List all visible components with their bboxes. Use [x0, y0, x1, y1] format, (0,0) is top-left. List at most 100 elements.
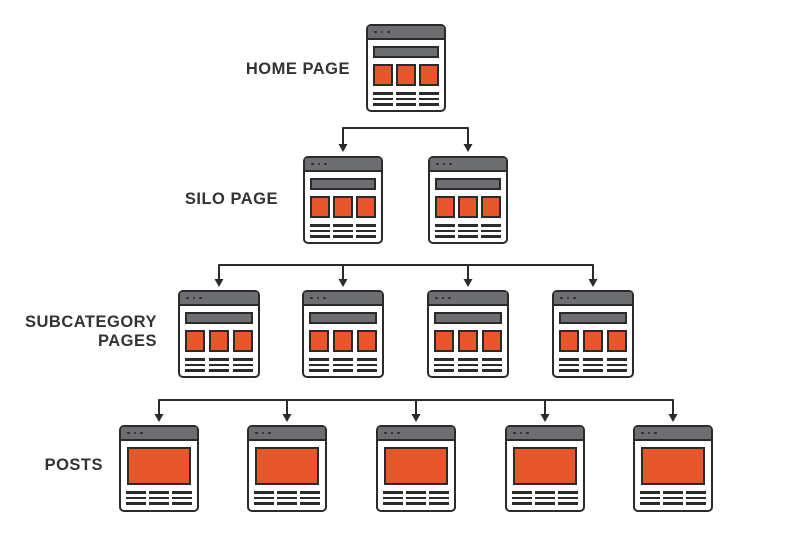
thumbnail-square [310, 196, 330, 218]
text-line [458, 358, 478, 361]
text-line [559, 369, 579, 372]
text-line-column [559, 358, 579, 372]
text-line [277, 491, 297, 494]
text-line [333, 229, 353, 232]
text-line [434, 363, 454, 366]
text-lines [185, 358, 253, 372]
text-line [640, 496, 660, 499]
window-dot-icon [435, 296, 438, 300]
text-line [396, 92, 416, 95]
text-lines [126, 491, 192, 505]
text-line [209, 369, 229, 372]
text-line-column [356, 224, 376, 238]
text-line [607, 358, 627, 361]
text-line [356, 229, 376, 232]
window-dot-icon [560, 296, 563, 300]
thumbnail-square [209, 330, 229, 352]
thumbnail-square [419, 64, 439, 86]
window-titlebar-icon [430, 158, 506, 172]
arrowhead-down-icon [668, 414, 678, 422]
text-line [481, 229, 501, 232]
text-line [373, 103, 393, 106]
text-line [277, 496, 297, 499]
text-line [434, 369, 454, 372]
window-dot-icon [519, 431, 522, 435]
text-line [310, 224, 330, 227]
text-line-column [396, 92, 416, 106]
nav-banner [559, 312, 627, 324]
text-line-column [126, 491, 146, 505]
text-line [558, 502, 578, 505]
text-line [640, 491, 660, 494]
text-line-column [458, 224, 478, 238]
text-line [373, 92, 393, 95]
thumbnail-row [434, 330, 502, 352]
arrowhead-down-icon [540, 414, 550, 422]
thumbnail-square [559, 330, 579, 352]
text-line-column [309, 358, 329, 372]
silo-page-icon-1 [303, 156, 383, 244]
posts-page-icon-1 [119, 425, 199, 512]
text-lines [512, 491, 578, 505]
nav-banner [309, 312, 377, 324]
text-line [396, 103, 416, 106]
text-line [149, 491, 169, 494]
arrowhead-down-icon [282, 414, 292, 422]
text-line [209, 358, 229, 361]
text-line [686, 496, 706, 499]
nav-banner [434, 312, 502, 324]
text-line [333, 224, 353, 227]
silo-page-icon-2 [428, 156, 508, 244]
text-line [357, 369, 377, 372]
window-titlebar-icon [507, 427, 583, 441]
window-titlebar-icon [304, 292, 382, 306]
text-line [583, 369, 603, 372]
text-line-column [640, 491, 660, 505]
posts-level-label: POSTS [44, 456, 103, 474]
text-line [663, 491, 683, 494]
window-dot-icon [436, 162, 439, 166]
text-line-column [481, 224, 501, 238]
text-line-column [185, 358, 205, 372]
hero-image [641, 447, 705, 485]
connector-silo-to-subcategory [218, 264, 594, 279]
thumbnail-square [373, 64, 393, 86]
window-titlebar-icon [305, 158, 381, 172]
text-line [185, 363, 205, 366]
text-line [559, 358, 579, 361]
text-line-column [512, 491, 532, 505]
text-line-column [583, 358, 603, 372]
thumbnail-square [396, 64, 416, 86]
text-line [309, 363, 329, 366]
text-line-column [357, 358, 377, 372]
hero-image [513, 447, 577, 485]
thumbnail-square [333, 330, 353, 352]
text-line [185, 369, 205, 372]
nav-banner [310, 178, 376, 190]
text-lines [254, 491, 320, 505]
window-dot-icon [192, 296, 195, 300]
window-dot-icon [316, 296, 319, 300]
text-line [310, 235, 330, 238]
thumbnail-square [309, 330, 329, 352]
arrowhead-down-icon [463, 144, 473, 152]
window-titlebar-icon [121, 427, 197, 441]
window-dot-icon [449, 162, 452, 166]
text-line-column [558, 491, 578, 505]
window-titlebar-icon [554, 292, 632, 306]
text-line-column [383, 491, 403, 505]
text-line [126, 496, 146, 499]
text-line [383, 491, 403, 494]
text-line [406, 491, 426, 494]
text-line-column [233, 358, 253, 372]
silo-level-label: SILO PAGE [184, 190, 278, 208]
text-line-column [300, 491, 320, 505]
text-line [663, 496, 683, 499]
nav-banner [185, 312, 253, 324]
window-titlebar-icon [368, 26, 444, 40]
text-line [277, 502, 297, 505]
text-line [512, 502, 532, 505]
